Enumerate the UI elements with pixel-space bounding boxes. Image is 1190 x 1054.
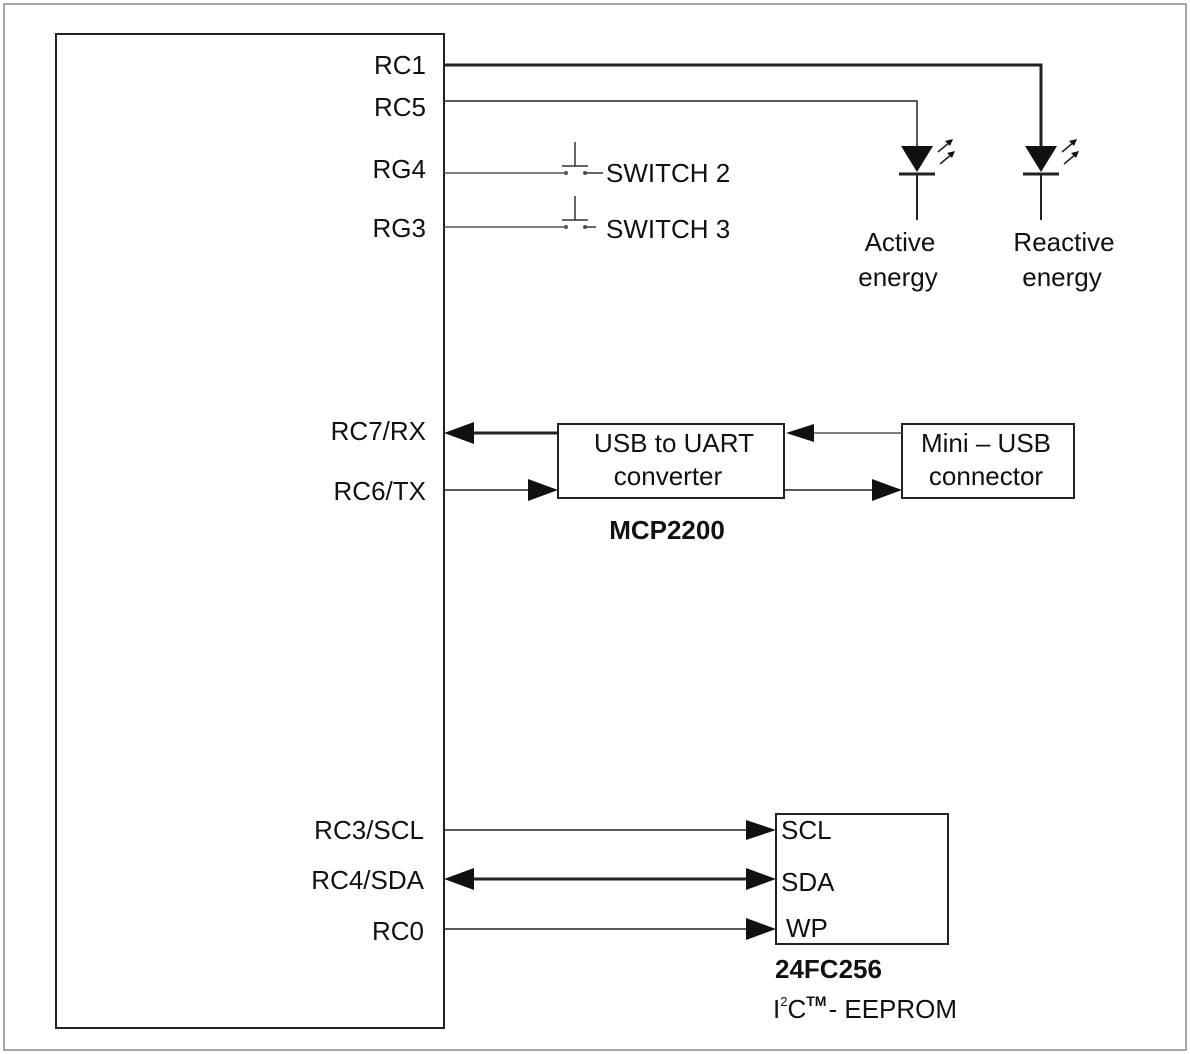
reactive-energy-led-icon	[1023, 139, 1079, 220]
eeprom-pin-wp: WP	[786, 913, 828, 943]
eeprom-desc-i: I	[773, 994, 780, 1024]
pin-rc5-label: RC5	[374, 92, 426, 122]
rx-arrow-icon	[444, 422, 474, 444]
active-energy-label-2: energy	[858, 262, 938, 292]
pin-rc1-label: RC1	[374, 50, 426, 80]
converter-to-usb-arrow-icon	[872, 479, 902, 501]
usb-to-converter-arrow-icon	[786, 424, 814, 442]
switch-3-label: SWITCH 3	[606, 214, 730, 244]
sda-right-arrow-icon	[746, 868, 776, 890]
mcu-block	[55, 33, 445, 1029]
switch-2-label: SWITCH 2	[606, 158, 730, 188]
rc1-wire	[444, 63, 1043, 146]
pin-rc3-label: RC3/SCL	[314, 815, 424, 845]
mini-usb-label-2: connector	[929, 461, 1044, 491]
usb-uart-converter-box	[557, 423, 785, 499]
active-energy-led-icon	[899, 139, 955, 220]
eeprom-desc-c: C	[787, 994, 806, 1024]
eeprom-box	[775, 813, 949, 945]
usb-uart-label-2: converter	[614, 461, 723, 491]
switch-2-icon	[444, 142, 603, 175]
wp-arrow-icon	[746, 918, 776, 940]
reactive-energy-label-1: Reactive	[1013, 227, 1114, 257]
pin-rg4-label: RG4	[373, 154, 426, 184]
eeprom-desc-rest: - EEPROM	[828, 994, 957, 1024]
mcp2200-label: MCP2200	[609, 515, 725, 545]
rc5-wire	[444, 100, 918, 146]
sda-left-arrow-icon	[444, 868, 474, 890]
scl-arrow-icon	[746, 820, 776, 840]
eeprom-pin-scl: SCL	[781, 815, 832, 845]
outer-frame	[3, 3, 1187, 1051]
eeprom-desc-label: I2CTM- EEPROM	[773, 993, 957, 1024]
pin-rc7-label: RC7/RX	[331, 416, 426, 446]
usb-uart-label-1: USB to UART	[594, 428, 754, 458]
eeprom-desc-sup2: 2	[780, 994, 787, 1009]
tx-arrow-icon	[528, 479, 558, 501]
pin-rc6-label: RC6/TX	[334, 476, 426, 506]
pin-rc4-label: RC4/SDA	[311, 865, 424, 895]
mini-usb-label-1: Mini – USB	[921, 428, 1051, 458]
active-energy-label-1: Active	[865, 227, 936, 257]
pin-rc0-label: RC0	[372, 916, 424, 946]
eeprom-part-label: 24FC256	[775, 954, 882, 984]
mini-usb-connector-box	[901, 423, 1075, 499]
eeprom-desc-tm: TM	[806, 993, 826, 1009]
switch-3-icon	[444, 196, 596, 229]
reactive-energy-label-2: energy	[1022, 262, 1102, 292]
pin-rg3-label: RG3	[373, 213, 426, 243]
eeprom-pin-sda: SDA	[781, 867, 835, 897]
